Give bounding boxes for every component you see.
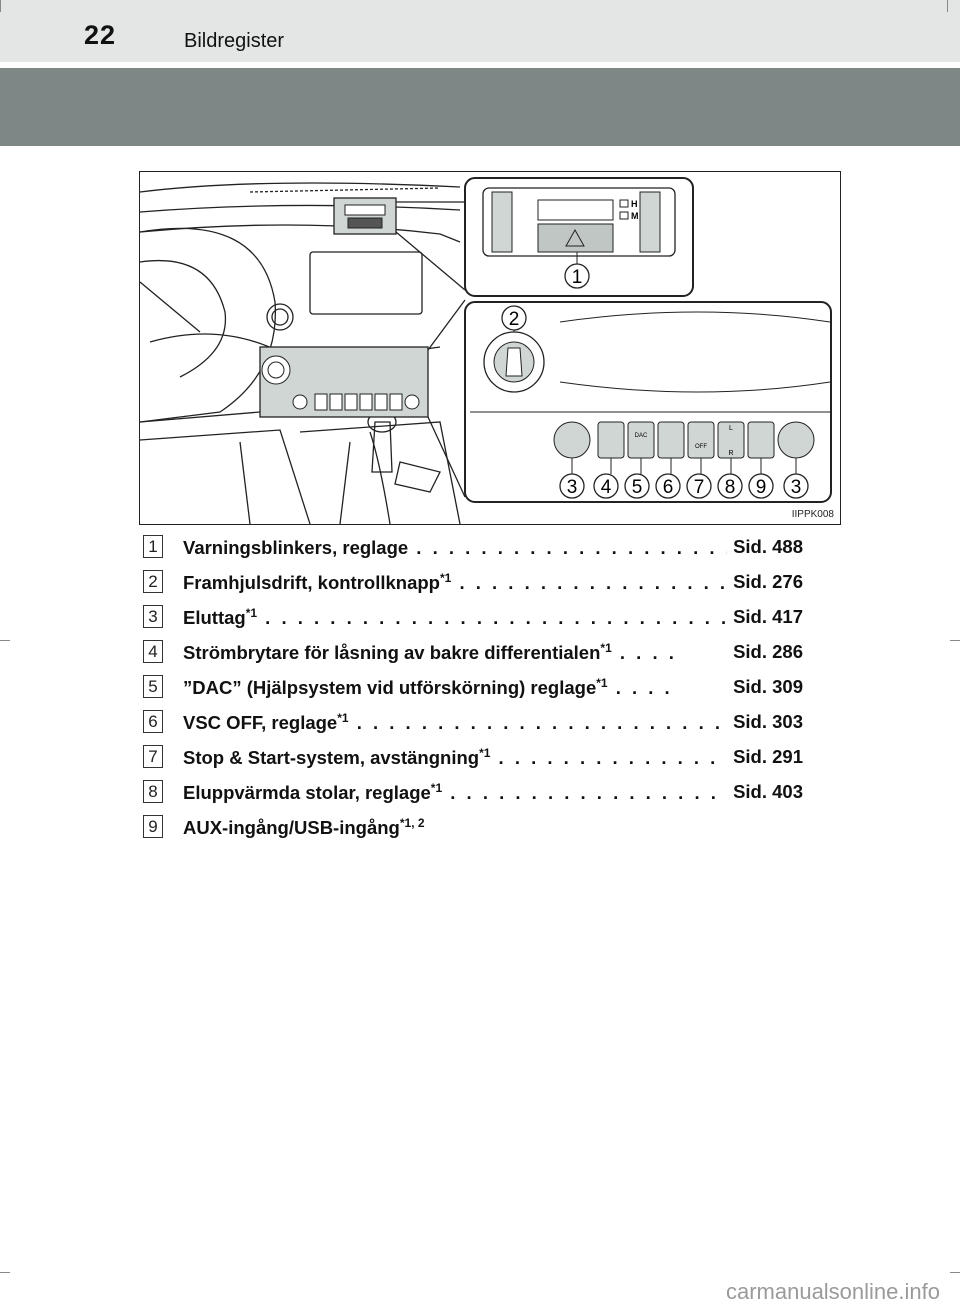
l-label: L xyxy=(729,425,733,432)
callout-5: 5 xyxy=(632,477,643,498)
page-reference: Sid. 403 xyxy=(727,781,803,803)
item-label: VSC OFF, reglage*1 . . . . . . . . . . .… xyxy=(183,711,803,734)
section-title: Bildregister xyxy=(184,30,285,52)
list-item: 9 AUX-ingång/USB-ingång*1, 2 xyxy=(139,811,839,846)
item-label: Stop & Start-system, avstängning*1 . . .… xyxy=(183,746,751,769)
crop-mark xyxy=(0,0,1,12)
r-label: R xyxy=(728,450,733,457)
h-label: H xyxy=(631,199,638,209)
item-label: Strömbrytare för låsning av bakre differ… xyxy=(183,641,677,664)
list-item: 2 Framhjulsdrift, kontrollknapp*1 . . . … xyxy=(139,566,839,601)
callout-6: 6 xyxy=(663,477,674,498)
callout-3b: 3 xyxy=(791,477,802,498)
item-label: AUX-ingång/USB-ingång*1, 2 xyxy=(183,816,425,839)
crop-mark xyxy=(0,1272,10,1273)
callout-9: 9 xyxy=(756,477,767,498)
crop-mark xyxy=(950,1272,960,1273)
page-reference: Sid. 276 xyxy=(727,571,803,593)
item-number: 1 xyxy=(143,535,163,558)
callout-4: 4 xyxy=(601,477,612,498)
item-label: Eluppvärmda stolar, reglage*1 . . . . . … xyxy=(183,781,768,804)
item-number: 2 xyxy=(143,570,163,593)
item-number: 3 xyxy=(143,605,163,628)
list-item: 1 Varningsblinkers, reglage . . . . . . … xyxy=(139,531,839,566)
crop-mark xyxy=(0,640,10,641)
item-number: 8 xyxy=(143,780,163,803)
page-reference: Sid. 291 xyxy=(727,746,803,768)
item-number: 7 xyxy=(143,745,163,768)
item-number: 6 xyxy=(143,710,163,733)
dashboard-drawing: H M 1 2 DAC OFF L R xyxy=(140,177,832,524)
item-number: 4 xyxy=(143,640,163,663)
dashboard-illustration: H M 1 2 DAC OFF L R xyxy=(139,171,841,525)
item-label: ”DAC” (Hjälpsystem vid utförskörning) re… xyxy=(183,676,673,699)
callout-7: 7 xyxy=(694,477,705,498)
dac-label: DAC xyxy=(635,433,648,439)
list-item: 3 Eluttag*1 . . . . . . . . . . . . . . … xyxy=(139,601,839,636)
m-label: M xyxy=(631,211,639,221)
callout-8: 8 xyxy=(725,477,736,498)
item-label: Varningsblinkers, reglage . . . . . . . … xyxy=(183,537,799,559)
list-item: 5 ”DAC” (Hjälpsystem vid utförskörning) … xyxy=(139,671,839,706)
page-number: 22 xyxy=(84,20,117,50)
list-item: 6 VSC OFF, reglage*1 . . . . . . . . . .… xyxy=(139,706,839,741)
watermark: carmanualsonline.info xyxy=(725,1279,940,1304)
section-band xyxy=(0,68,960,146)
item-label: Framhjulsdrift, kontrollknapp*1 . . . . … xyxy=(183,571,761,594)
page-reference: Sid. 488 xyxy=(727,536,803,558)
off-label: OFF xyxy=(695,444,707,450)
list-item: 8 Eluppvärmda stolar, reglage*1 . . . . … xyxy=(139,776,839,811)
callout-1: 1 xyxy=(572,267,583,288)
list-item: 7 Stop & Start-system, avstängning*1 . .… xyxy=(139,741,839,776)
list-item: 4 Strömbrytare för låsning av bakre diff… xyxy=(139,636,839,671)
callout-2: 2 xyxy=(509,309,520,330)
page-reference: Sid. 309 xyxy=(727,676,803,698)
page-reference: Sid. 417 xyxy=(727,606,803,628)
page-reference: Sid. 286 xyxy=(727,641,803,663)
figure-code: IIPPK008 xyxy=(791,509,834,520)
crop-mark xyxy=(947,0,948,12)
page-reference: Sid. 303 xyxy=(727,711,803,733)
crop-mark xyxy=(950,640,960,641)
item-number: 9 xyxy=(143,815,163,838)
item-number: 5 xyxy=(143,675,163,698)
header-bar: 22 Bildregister xyxy=(0,0,960,62)
item-label: Eluttag*1 . . . . . . . . . . . . . . . … xyxy=(183,606,803,629)
item-list: 1 Varningsblinkers, reglage . . . . . . … xyxy=(139,531,839,846)
callout-3a: 3 xyxy=(567,477,578,498)
